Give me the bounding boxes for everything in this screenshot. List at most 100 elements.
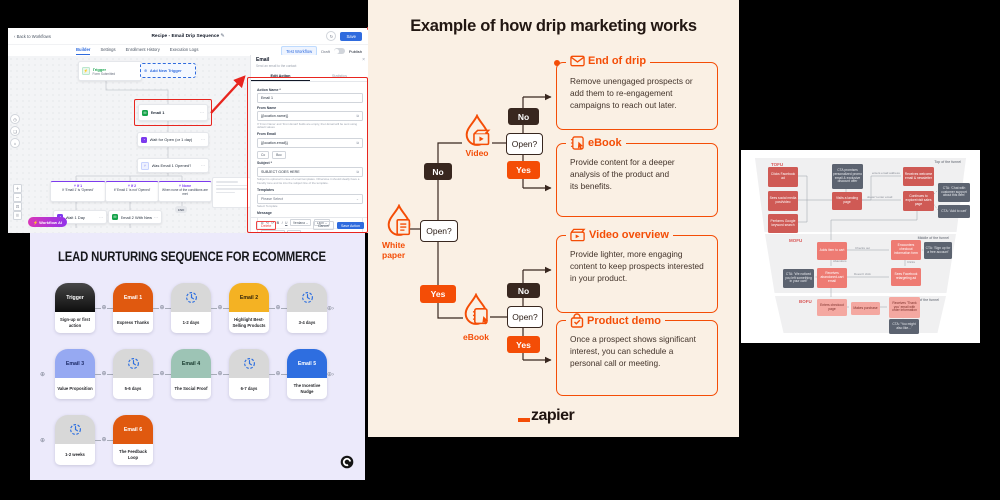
branch-card-2[interactable]: ⑂ If 2 If 'Email 1' is not 'Opened' xyxy=(105,181,159,202)
from-name-label: From Name xyxy=(257,105,277,110)
add-new-trigger-button[interactable]: ⊕ Add New Trigger xyxy=(140,63,196,78)
connector: ⊕ xyxy=(269,349,287,399)
edge-label: Clicks xyxy=(907,260,915,264)
minimized-node[interactable] xyxy=(212,177,250,208)
edge-label: enters email address xyxy=(872,171,900,175)
publish-toggle[interactable] xyxy=(333,48,345,54)
wait-node[interactable]: ◔ Wait for Open (or 1 day) ⋯ xyxy=(137,132,209,147)
font-size-select[interactable]: 14px ⌄ xyxy=(313,219,331,227)
tab-builder[interactable]: Builder xyxy=(76,47,91,55)
redo-icon[interactable]: ⟳ xyxy=(271,220,275,225)
from-email-input[interactable]: {{location.email}}⧉ xyxy=(257,137,363,148)
comments-icon[interactable]: ❑ xyxy=(10,126,20,136)
tab-enrollment-history[interactable]: Enrollment History xyxy=(125,47,160,52)
delay-card: 3-4 days xyxy=(287,283,327,333)
workflow-title: Recipe - Email Drip Sequence ✎ xyxy=(151,33,225,39)
bold-icon[interactable]: B xyxy=(276,220,280,225)
zoom-out-icon[interactable]: － xyxy=(13,193,22,202)
plus-icon: ⊕ xyxy=(144,68,148,73)
white-paper-drip-icon xyxy=(387,204,411,236)
node-menu-icon[interactable]: ⋯ xyxy=(201,137,205,142)
no-badge: No xyxy=(508,108,539,125)
back-link[interactable]: ‹ Back to Workflows xyxy=(14,33,51,39)
branch-card-none[interactable]: ⑂ None When none of the conditions are m… xyxy=(158,181,212,202)
subject-label: Subject * xyxy=(257,161,272,166)
cc-button[interactable]: Cc xyxy=(257,150,270,159)
merge-tag-icon[interactable]: ⧉ xyxy=(356,114,359,118)
node-menu-icon[interactable]: ⋯ xyxy=(201,163,205,168)
tab-execution-logs[interactable]: Execution Logs xyxy=(169,47,199,52)
fit-view-icon[interactable]: ⊡ xyxy=(13,202,22,211)
trigger-node[interactable]: ⚡ Trigger Form Submitted xyxy=(78,61,142,81)
from-email-label: From Email xyxy=(257,132,277,137)
undo-icon[interactable]: ⟲ xyxy=(265,220,269,225)
tab-settings[interactable]: Settings xyxy=(100,47,116,52)
merge-tag-icon[interactable]: ⧉ xyxy=(261,220,264,225)
node-menu-icon[interactable]: ⋯ xyxy=(154,214,158,220)
email2-node[interactable]: ✉ Email 2 With New Subject ⋯ xyxy=(108,210,162,224)
history-icon[interactable]: ↻ xyxy=(326,31,337,41)
delete-button[interactable]: Delete xyxy=(256,221,277,230)
tab-statistics[interactable]: Statistics xyxy=(331,73,348,78)
save-action-button[interactable]: Save Action xyxy=(337,222,364,229)
branch-card-1[interactable]: ⑂ If 1 If 'Email 1' is 'Opened' xyxy=(50,181,106,202)
envelope-icon xyxy=(570,55,585,67)
templates-select[interactable]: Please Select⌄ xyxy=(257,193,363,204)
condition-node[interactable]: ⑂ Was Email 1 Opened? ⋯ xyxy=(137,158,209,173)
grid-icon[interactable]: ⠿ xyxy=(13,211,22,220)
subject-input[interactable]: SUBJECT GOES HERE⧉ xyxy=(257,166,363,177)
nurture-title: LEAD NURTURING SEQUENCE FOR ECOMMERCE xyxy=(58,249,326,264)
panel-subtitle: Send an email to the contact xyxy=(256,64,297,68)
history-panel-icon[interactable]: ◷ xyxy=(10,114,20,124)
highlight-outline-node xyxy=(134,99,212,126)
close-icon[interactable]: × xyxy=(362,57,365,63)
from-name-input[interactable]: {{location.name}}⧉ xyxy=(257,111,363,121)
bcc-button[interactable]: Bcc xyxy=(272,150,286,159)
edge-label: doesn't enter email xyxy=(867,195,893,199)
funnel-box: Makes purchase xyxy=(851,302,880,315)
funnel-box: CTA promises personalized promo email & … xyxy=(832,164,863,189)
drip-marketing-infographic: Example of how drip marketing works xyxy=(368,0,739,437)
node-menu-icon[interactable]: ⋯ xyxy=(200,110,204,115)
italic-icon[interactable]: I xyxy=(281,220,283,225)
funnel-box: Visits a landing page xyxy=(832,192,862,210)
stage-label: MOFU xyxy=(789,238,803,243)
email1-node[interactable]: ✉ Email 1 ⋯ xyxy=(138,104,208,121)
font-select[interactable]: Verdana ⌄ xyxy=(289,219,312,227)
workflow-canvas[interactable]: ⚡ Trigger Form Submitted ⊕ Add New Trigg… xyxy=(8,56,250,233)
stage-side-label: Top of the funnel xyxy=(934,160,961,164)
zoom-in-icon[interactable]: ＋ xyxy=(13,184,22,193)
underline-icon[interactable]: U xyxy=(285,220,288,225)
funnel-box: Continues to explore/visit sales page xyxy=(903,191,934,211)
merge-tag-icon[interactable]: ⧉ xyxy=(356,169,359,174)
edge-label: Doesn't click xyxy=(854,272,871,276)
callout-end-of-drip: End of drip Remove unengaged prospects o… xyxy=(554,55,718,130)
node-menu-icon[interactable]: ⋯ xyxy=(99,214,103,220)
settings-icon[interactable]: ⌂ xyxy=(10,138,20,148)
tab-edit-action[interactable]: Edit Action xyxy=(251,71,310,81)
trigger-icon: ⚡ xyxy=(82,67,90,75)
connector: ⊕ xyxy=(153,349,171,399)
pencil-icon[interactable]: ✎ xyxy=(220,33,225,39)
clock-icon xyxy=(185,292,197,303)
end-pill: END xyxy=(175,206,188,213)
workflow-ai-button[interactable]: ⚡ Workflow AI xyxy=(28,217,67,227)
edge-label: Checks out xyxy=(855,246,871,250)
connector: ⊕ xyxy=(95,349,113,399)
stage-side-label: Bottom of the funnel xyxy=(906,298,939,302)
white-paper-label: White paper xyxy=(382,240,406,260)
ebook-label: eBook xyxy=(463,332,489,342)
cancel-button[interactable]: Cancel xyxy=(312,221,335,230)
funnel-box: Performs Google keyword search xyxy=(768,214,798,233)
action-name-input[interactable]: Email 1 xyxy=(257,93,363,103)
draft-label: Draft xyxy=(321,48,330,54)
merge-tag-icon[interactable]: ⧉ xyxy=(356,140,359,145)
funnel-box: Clicks Facebook ad xyxy=(768,167,798,187)
save-button[interactable]: Save xyxy=(340,31,362,41)
